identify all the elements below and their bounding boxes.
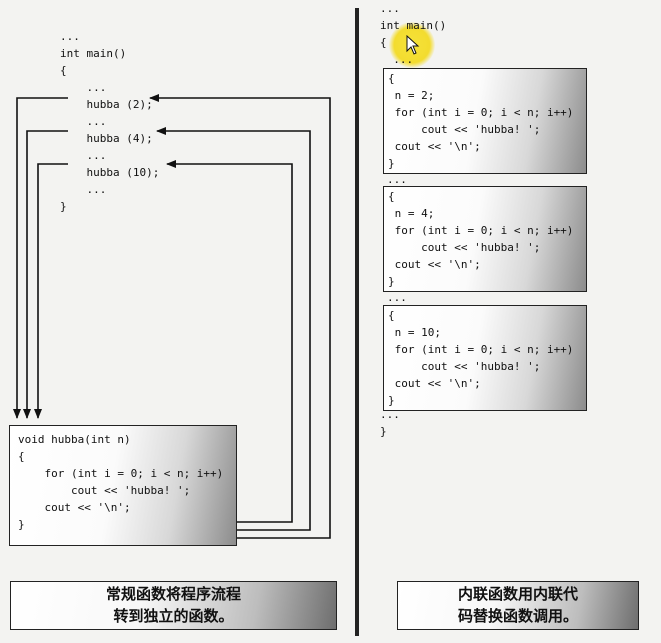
return-arrow-10 — [149, 94, 331, 539]
code-line: for (int i = 0; i < n; i++) — [388, 224, 574, 237]
code-line: } — [18, 518, 25, 531]
right-caption-line-2: 码替换函数调用。 — [457, 607, 578, 625]
code-line: ... — [380, 53, 414, 66]
right-caption: 内联函数用内联代 码替换函数调用。 — [397, 581, 639, 630]
function-hubba-code: void hubba(int n) { for (int i = 0; i < n… — [18, 431, 223, 533]
code-line: { — [388, 72, 395, 85]
code-line: void hubba(int n) — [18, 433, 131, 446]
inline-block-n4-code: { n = 4; for (int i = 0; i < n; i++) cou… — [388, 188, 573, 290]
right-caption-line-1: 内联函数用内联代 — [457, 585, 578, 603]
code-line: } — [388, 394, 395, 407]
return-arrow-2 — [166, 160, 293, 523]
column-divider — [355, 8, 359, 636]
inline-block-n10-code: { n = 10; for (int i = 0; i < n; i++) co… — [388, 307, 573, 409]
left-caption-line-2: 转到独立的函数。 — [113, 607, 234, 625]
code-line: for (int i = 0; i < n; i++) — [388, 343, 574, 356]
code-line: } — [380, 425, 387, 438]
inline-block-n2-code: { n = 2; for (int i = 0; i < n; i++) cou… — [388, 70, 573, 172]
right-end-code: ...} — [380, 406, 400, 440]
function-hubba-box: void hubba(int n) { for (int i = 0; i < n… — [9, 425, 237, 546]
code-line: int main() — [60, 47, 127, 60]
code-line: n = 2; — [388, 89, 435, 102]
code-line: for (int i = 0; i < n; i++) — [18, 467, 224, 480]
code-line: ... — [380, 408, 400, 421]
inline-block-n10: { n = 10; for (int i = 0; i < n; i++) co… — [383, 305, 587, 411]
code-line: cout << '\n'; — [18, 501, 131, 514]
code-line: { — [380, 36, 387, 49]
code-line: n = 10; — [388, 326, 441, 339]
code-line: int main() — [380, 19, 447, 32]
code-line: cout << '\n'; — [388, 258, 481, 271]
separator-1: ... — [387, 173, 407, 186]
code-line: hubba (4); — [60, 132, 153, 145]
left-caption: 常规函数将程序流程 转到独立的函数。 — [10, 581, 337, 630]
code-line: cout << 'hubba! '; — [388, 360, 541, 373]
inline-block-n2: { n = 2; for (int i = 0; i < n; i++) cou… — [383, 68, 587, 174]
code-line: hubba (10); — [60, 166, 160, 179]
call-arrow-2 — [13, 97, 68, 419]
code-line: cout << '\n'; — [388, 140, 481, 153]
code-line: } — [388, 275, 395, 288]
code-line: hubba (2); — [60, 98, 153, 111]
inline-block-n4: { n = 4; for (int i = 0; i < n; i++) cou… — [383, 186, 587, 292]
code-line: { — [18, 450, 25, 463]
code-line: { — [60, 64, 67, 77]
call-arrow-10 — [34, 163, 68, 419]
left-caption-line-1: 常规函数将程序流程 — [105, 585, 241, 603]
code-line: cout << 'hubba! '; — [388, 123, 541, 136]
code-line: ... — [60, 183, 107, 196]
code-line: ... — [60, 115, 107, 128]
separator-2: ... — [387, 291, 407, 304]
code-line: cout << 'hubba! '; — [388, 241, 541, 254]
code-line: ... — [60, 30, 80, 43]
code-line: ... — [60, 81, 107, 94]
code-line: cout << 'hubba! '; — [18, 484, 191, 497]
mouse-cursor-icon — [406, 35, 420, 55]
code-line: { — [388, 309, 395, 322]
return-arrow-4 — [156, 127, 311, 531]
code-line: } — [388, 157, 395, 170]
code-line: { — [388, 190, 395, 203]
code-line: cout << '\n'; — [388, 377, 481, 390]
code-line: n = 4; — [388, 207, 435, 220]
left-main-code: ... int main() { ... hubba (2); ... hubba … — [60, 28, 159, 215]
code-line: for (int i = 0; i < n; i++) — [388, 106, 574, 119]
code-line: ... — [380, 2, 400, 15]
code-line: } — [60, 200, 67, 213]
right-main-code: ... int main() { ... — [380, 0, 446, 68]
call-arrow-4 — [23, 130, 68, 419]
code-line: ... — [60, 149, 107, 162]
